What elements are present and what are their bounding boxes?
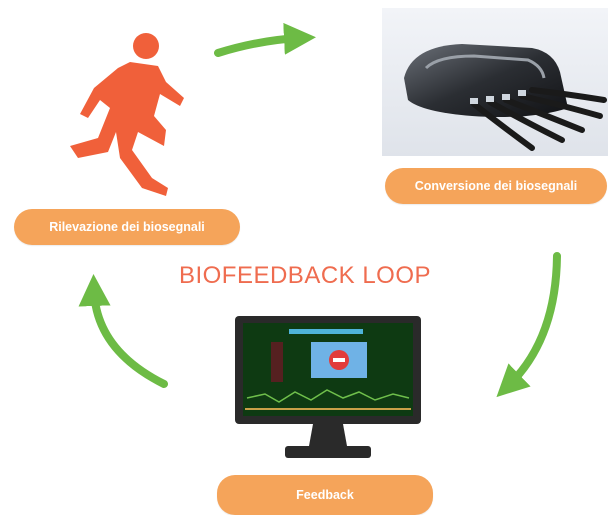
stage-conversione-label: Conversione dei biosegnali [385, 168, 607, 204]
runner-icon [70, 33, 184, 196]
diagram-title: BIOFEEDBACK LOOP [178, 262, 432, 289]
monitor-icon [235, 316, 421, 458]
biosignal-device-image [382, 8, 608, 156]
stage-rilevazione-label: Rilevazione dei biosegnali [14, 209, 240, 245]
stage-feedback-label: Feedback [217, 475, 433, 515]
